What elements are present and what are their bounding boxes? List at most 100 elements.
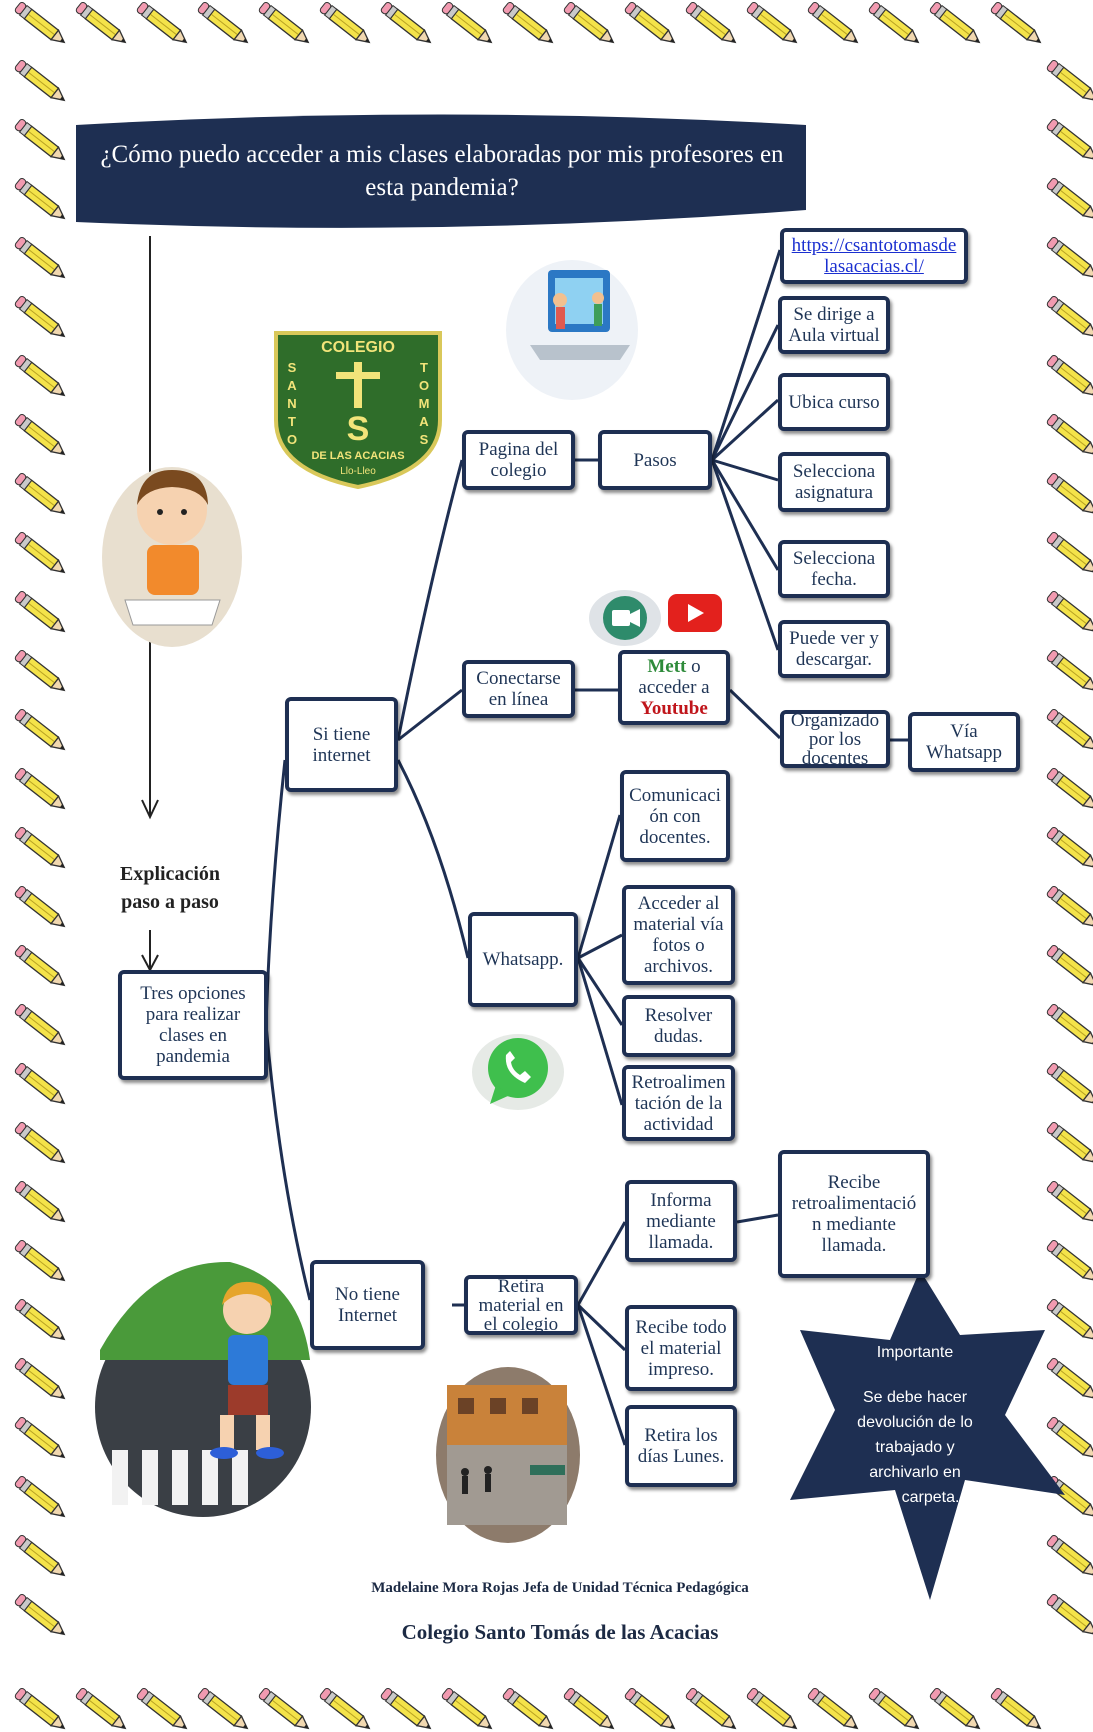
pencil-decoration [623,0,679,48]
svg-text:S: S [288,360,297,375]
pencil-decoration [13,1061,69,1109]
pencil-decoration [1045,1356,1093,1404]
connector-lines [264,249,908,1446]
pencil-decoration [13,1415,69,1463]
pencil-decoration [135,0,191,48]
pencil-decoration [13,1474,69,1522]
pencil-decoration [867,1686,923,1732]
pencil-decoration [867,0,923,48]
pencil-decoration [501,1686,557,1732]
svg-text:Llo-Lleo: Llo-Lleo [340,466,376,477]
pencil-decoration [13,589,69,637]
pencil-decoration [1045,1238,1093,1286]
pencil-decoration [623,1686,679,1732]
pencil-decoration [1045,825,1093,873]
footer-school: Colegio Santo Tomás de las Acacias [401,1620,719,1644]
pencil-decoration [989,1686,1045,1732]
pencil-decoration [1045,412,1093,460]
explicacion-label: Explicación paso a paso [119,863,220,913]
pencil-decoration [13,58,69,106]
pencil-decoration [989,0,1045,48]
pencil-decoration [379,0,435,48]
pencil-decoration [806,0,862,48]
importante-note: Importante Se debe hacer devolución de l… [857,1344,973,1506]
pencil-decoration [1045,766,1093,814]
pencil-decoration [684,0,740,48]
pencil-decoration [1045,1179,1093,1227]
whatsapp-icon [472,1034,564,1110]
pencil-decoration [135,1686,191,1732]
pencil-decoration [1045,294,1093,342]
pencil-decoration [1045,1120,1093,1168]
pencil-decoration [806,1686,862,1732]
pencil-decoration [1045,353,1093,401]
pencil-decoration [13,117,69,165]
pencil-decoration [13,1356,69,1404]
pencil-decoration [13,648,69,696]
svg-text:M: M [419,396,430,411]
pencil-decoration [13,353,69,401]
step-ubica-curso: Ubica curso [778,373,890,431]
svg-text:N: N [287,396,296,411]
pencil-decoration [13,1179,69,1227]
school-photo [436,1367,580,1543]
pencil-decoration [1045,1297,1093,1345]
pencil-decoration [1045,943,1093,991]
pencil-decoration [13,1686,69,1732]
pencil-decoration [13,884,69,932]
pencil-decoration [684,1686,740,1732]
school-logo: COLEGIO S DE LAS ACACIAS Llo-Lleo SANTO … [274,331,442,490]
pencil-decoration [13,1238,69,1286]
svg-text:T: T [288,414,296,429]
online-class-illustration [506,260,638,400]
pencil-decoration [1045,884,1093,932]
svg-text:O: O [419,378,429,393]
pencil-decoration [13,1592,69,1640]
svg-text:S: S [347,410,370,448]
svg-text:S: S [420,432,429,447]
svg-text:A: A [287,378,297,393]
pencil-decoration [257,1686,313,1732]
title-banner [76,114,806,228]
pencil-decoration [1045,1533,1093,1581]
pencil-decoration [928,0,984,48]
pencil-decoration [13,294,69,342]
pencil-decoration [1045,176,1093,224]
pencil-decoration [928,1686,984,1732]
pencil-decoration [13,1002,69,1050]
pencil-decoration [13,530,69,578]
pencil-decoration [13,1297,69,1345]
crossing-child-illustration [95,1261,311,1517]
pencil-decoration [1045,648,1093,696]
pencil-decoration [13,412,69,460]
pencil-decoration [1045,707,1093,755]
pencil-decoration [440,0,496,48]
pencil-decoration [1045,117,1093,165]
pencil-decoration [1045,1002,1093,1050]
pencil-decoration [196,0,252,48]
pencil-decoration [501,0,557,48]
thinking-boy-illustration [102,467,242,647]
pencil-decoration [1045,1061,1093,1109]
pasos-node: Pasos [598,430,712,490]
pencil-decoration [1045,1592,1093,1640]
page-title: ¿Cómo puedo acceder a mis clases elabora… [100,141,784,201]
pencil-decoration [1045,589,1093,637]
pencil-decoration [745,0,801,48]
pencil-decoration [13,707,69,755]
